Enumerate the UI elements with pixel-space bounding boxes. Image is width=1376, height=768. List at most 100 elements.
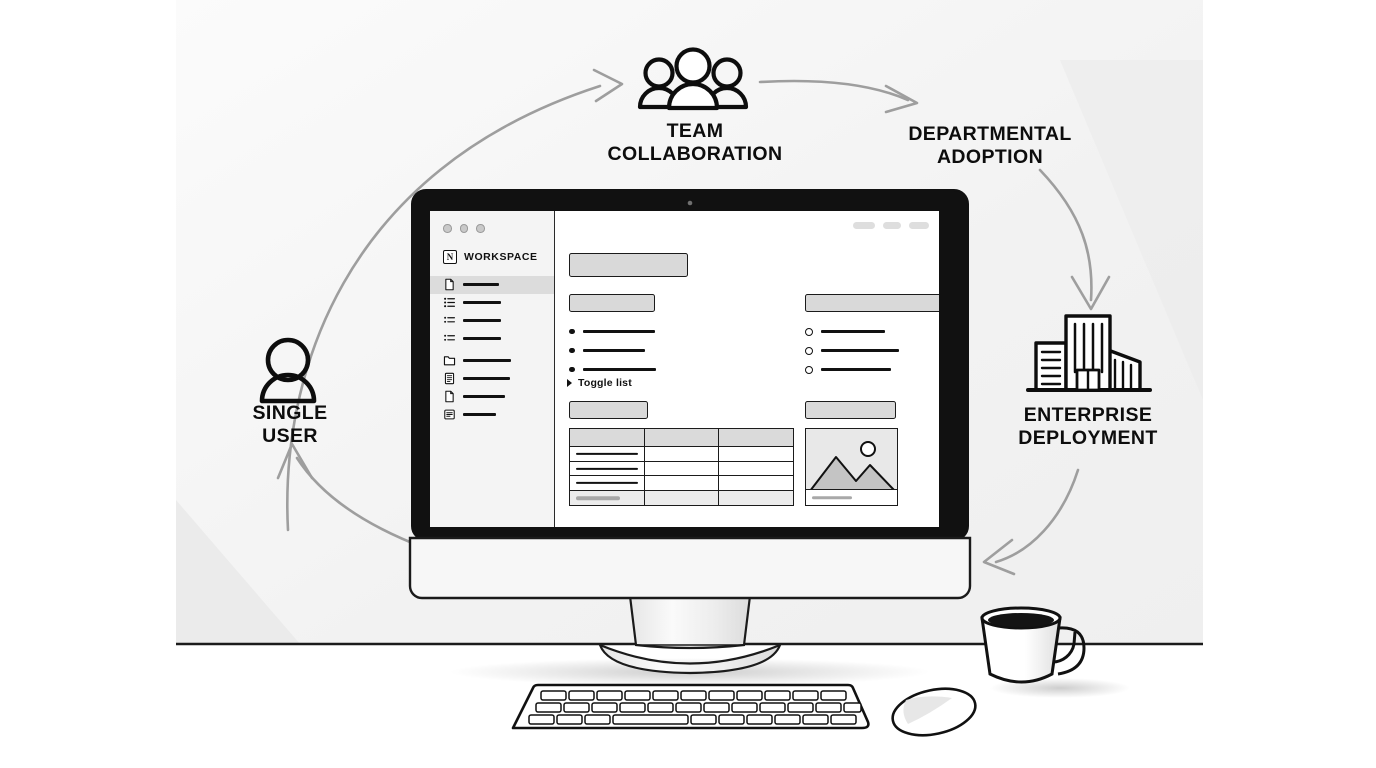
bulleted-list-icon: [444, 334, 455, 341]
keyboard: [511, 683, 870, 730]
sidebar-item-title-bar: [463, 413, 496, 416]
sidebar-item-title-bar: [463, 283, 499, 286]
sidebar-item-notes[interactable]: [430, 406, 554, 424]
sidebar-item-folder[interactable]: [430, 352, 554, 370]
checklist-item-text-bar: [821, 368, 891, 371]
coffee-mug: [980, 606, 1130, 698]
table-footer-cell[interactable]: [570, 491, 645, 506]
topbar-pill[interactable]: [883, 222, 901, 229]
table-title-placeholder: [569, 401, 648, 419]
mouse: [891, 687, 977, 737]
document-icon: [444, 372, 455, 385]
team-group-icon: [637, 47, 749, 111]
arrow-single-user-to-team: [286, 68, 624, 532]
arrow-enterprise-to-single-user: [982, 468, 1080, 576]
content-topbar-actions: [853, 222, 929, 229]
table-cell[interactable]: [570, 476, 645, 491]
table-cell[interactable]: [719, 462, 793, 476]
single-user-icon: [259, 337, 317, 404]
checkbox-circle-icon[interactable]: [805, 346, 813, 355]
sidebar-item-document[interactable]: [430, 370, 554, 388]
footer-text-bar: [576, 496, 620, 500]
checklist-item[interactable]: [805, 360, 939, 379]
table-cell[interactable]: [645, 476, 720, 491]
list-item-text-bar: [582, 349, 645, 352]
table-header-row: [570, 429, 793, 447]
office-buildings-icon: [1026, 314, 1152, 392]
list-item-text-bar: [582, 330, 655, 333]
toggle-list-block[interactable]: Toggle list: [567, 377, 632, 389]
sidebar-item-list-2[interactable]: [430, 312, 554, 330]
table-footer-cell[interactable]: [645, 491, 720, 506]
data-table: [569, 428, 794, 506]
toggle-caret-icon[interactable]: [567, 379, 572, 387]
sidebar-item-title-bar: [463, 337, 501, 340]
close-icon[interactable]: [443, 224, 452, 233]
sidebar-item-title-bar: [463, 377, 510, 380]
sidebar-item-page-2[interactable]: [430, 388, 554, 406]
list-item-text-bar: [582, 368, 656, 371]
table-cell[interactable]: [570, 447, 645, 461]
workspace-logo-icon: N: [443, 249, 457, 264]
table-row[interactable]: [570, 461, 793, 477]
table-cell[interactable]: [719, 447, 793, 461]
toggle-list-label: Toggle list: [578, 377, 632, 389]
content-column-right: [805, 294, 939, 379]
section-heading-placeholder: [805, 294, 939, 312]
table-header-cell: [645, 429, 720, 446]
image-placeholder-icon: [806, 429, 897, 492]
page-title-placeholder: [569, 253, 688, 277]
table-cell[interactable]: [645, 447, 720, 461]
table-row[interactable]: [570, 447, 793, 462]
image-caption: [806, 489, 897, 505]
workspace-name: WORKSPACE: [464, 250, 538, 263]
checklist: [805, 322, 939, 379]
app-content-area: Toggle list: [555, 211, 939, 527]
table-header-cell: [570, 429, 645, 446]
keyboard-row: [528, 714, 857, 725]
arrow-bottom-loop-to-single-user: [276, 442, 427, 550]
maximize-icon[interactable]: [476, 224, 485, 233]
content-column-left: [569, 294, 774, 379]
sidebar-item-title-bar: [463, 319, 501, 322]
image-card[interactable]: [805, 428, 898, 506]
cell-text-bar: [576, 452, 638, 455]
app-sidebar: N WORKSPACE: [430, 211, 555, 527]
window-controls[interactable]: [430, 220, 554, 233]
checklist-item[interactable]: [805, 322, 939, 341]
table-cell[interactable]: [570, 461, 645, 476]
topbar-pill[interactable]: [909, 222, 929, 229]
sidebar-item-title-bar: [463, 301, 501, 304]
sidebar-item-title-bar: [463, 359, 511, 362]
bullet-icon: [569, 328, 575, 335]
cell-text-bar: [576, 467, 638, 470]
table-footer-row[interactable]: [570, 491, 793, 506]
keyboard-row: [535, 702, 862, 713]
minimize-icon[interactable]: [459, 224, 468, 233]
cycle-arrows: [276, 68, 1111, 576]
sidebar-item-page-1[interactable]: [430, 275, 554, 294]
cycle-label-enterprise-deployment: ENTERPRISE DEPLOYMENT: [1018, 404, 1158, 449]
table-cell[interactable]: [719, 476, 793, 490]
bulleted-list: [569, 322, 774, 379]
checkbox-circle-icon[interactable]: [805, 327, 813, 336]
list-item: [569, 360, 774, 379]
topbar-pill[interactable]: [853, 222, 875, 229]
sidebar-item-list-1[interactable]: [430, 294, 554, 312]
cycle-label-team-collaboration: TEAM COLLABORATION: [607, 120, 783, 165]
cell-text-bar: [576, 482, 638, 485]
checklist-item[interactable]: [805, 341, 939, 360]
bullet-icon: [569, 366, 575, 373]
checkbox-circle-icon[interactable]: [805, 365, 813, 374]
table-footer-cell[interactable]: [719, 491, 793, 505]
sidebar-item-list-3[interactable]: [430, 330, 554, 348]
table-row[interactable]: [570, 476, 793, 492]
table-cell[interactable]: [645, 461, 720, 476]
checklist-item-text-bar: [821, 349, 899, 352]
notes-icon: [444, 409, 455, 420]
list-item: [569, 322, 774, 341]
cycle-label-departmental-adoption: DEPARTMENTAL ADOPTION: [908, 123, 1072, 168]
workspace-switcher[interactable]: N WORKSPACE: [430, 233, 554, 264]
section-heading-placeholder: [569, 294, 655, 312]
